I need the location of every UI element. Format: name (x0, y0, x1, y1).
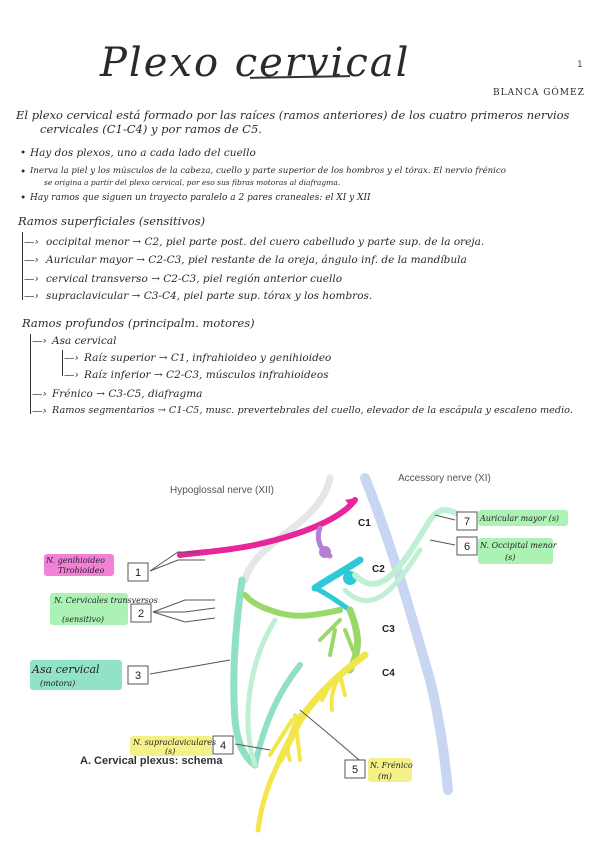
diagram-caption: A. Cervical plexus: schema (80, 755, 223, 767)
bullet-dot-icon: • (20, 147, 27, 159)
root-c2: C2 (372, 564, 385, 575)
arrow-icon: —› (32, 388, 47, 400)
annotation-n5b: (m) (378, 772, 392, 781)
highlight-n7 (478, 510, 568, 526)
box-7 (456, 511, 478, 531)
annotation-n6: N. Occipital menor (479, 541, 558, 550)
box-2 (130, 603, 152, 623)
cervical-plexus-diagram: 1 2 3 4 5 6 7 Hypoglossal nerve (XII) Ac… (30, 473, 568, 833)
box-5-label: 5 (352, 764, 358, 776)
box-4-label: 4 (220, 740, 226, 752)
c1-branch (177, 497, 358, 558)
c4-twigs (320, 668, 347, 712)
box-1 (127, 562, 149, 582)
c2-root (311, 556, 364, 592)
deep-asa-superior: Raíz superior → C1, infrahioideo y genih… (84, 352, 332, 364)
c1-purple-node (319, 546, 331, 558)
arrow-icon: —› (64, 352, 79, 364)
arrow-icon: —› (32, 405, 47, 417)
intro-line-2: cervicales (C1-C4) y por ramos de C5. (40, 122, 262, 136)
bullet-3: Hay ramos que siguen un trayecto paralel… (30, 193, 371, 203)
annotation-n7: Auricular mayor (s) (479, 514, 559, 523)
box-1-label: 1 (135, 567, 141, 579)
deep-heading: Ramos profundos (principalm. motores) (22, 316, 255, 330)
highlight-n1 (44, 554, 114, 576)
deep-asa-cervical: Asa cervical (52, 335, 117, 347)
intro-line-1: El plexo cervical está formado por las r… (16, 108, 570, 122)
author-name: BLANCA GÓMEZ (493, 88, 585, 98)
root-c1: C1 (358, 518, 371, 529)
c3-branch-upper (242, 592, 343, 619)
superficial-heading: Ramos superficiales (sensitivos) (18, 214, 206, 228)
bullet-1: Hay dos plexos, uno a cada lado del cuel… (30, 147, 256, 159)
arrow-icon: —› (64, 369, 79, 381)
deep-frenico: Frénico → C3-C5, diafragma (52, 388, 203, 400)
box-3-label: 3 (135, 670, 141, 682)
asa-cervical-inferior-root (252, 662, 303, 768)
highlight-n3 (30, 660, 122, 690)
page-title: Plexo cervical (100, 40, 411, 86)
phrenic-nerve (255, 757, 283, 833)
box-6 (456, 536, 478, 556)
great-auricular-nerve (352, 507, 463, 587)
root-c4: C4 (382, 668, 395, 679)
arrow-icon: —› (32, 335, 47, 347)
highlight-n4 (130, 736, 212, 756)
hypoglossal-label: Hypoglossal nerve (XII) (170, 485, 274, 496)
annotation-n4b: (s) (165, 747, 175, 756)
c4-root (276, 651, 369, 764)
accessory-nerve-xi (360, 473, 453, 795)
superficial-item-3: cervical transverso → C2-C3, piel región… (46, 273, 343, 285)
c3-twigs (318, 618, 357, 657)
lesser-occipital-nerve (342, 547, 423, 604)
annotation-n6b: (s) (505, 553, 515, 562)
supraclavicular-branches (268, 713, 302, 762)
highlight-n6 (478, 538, 553, 564)
arrow-icon: —› (24, 290, 39, 302)
hypoglossal-nerve-xii (241, 474, 334, 584)
highlight-n5 (368, 758, 412, 782)
root-c3: C3 (382, 624, 395, 635)
deep-segmentarios: Ramos segmentarios → C1-C5, musc. prever… (52, 405, 573, 416)
bullet-dot-icon: • (20, 166, 27, 178)
bullet-2-cont: se origina a partir del plexo cervical, … (44, 178, 341, 187)
superficial-item-1: occipital menor → C2, piel parte post. d… (46, 236, 485, 248)
box-6-label: 6 (464, 541, 470, 553)
bullet-2: Inerva la piel y los músculos de la cabe… (30, 166, 506, 176)
highlight-n2 (50, 593, 128, 625)
box-5 (344, 759, 366, 779)
arrow-icon: —› (24, 273, 39, 285)
box-7-label: 7 (464, 516, 470, 528)
box-2-label: 2 (138, 608, 144, 620)
box-4 (212, 735, 234, 755)
annotation-n4: N. supraclaviculares (132, 738, 216, 747)
annotation-n2: N. Cervicales transversos (53, 596, 158, 605)
arrow-icon: —› (24, 236, 39, 248)
asa-cervical-loop (245, 617, 278, 768)
annotation-n2b: (sensitivo) (62, 615, 104, 624)
bullet-dot-icon: • (20, 192, 27, 204)
asa-cervical-superior-root (230, 576, 259, 769)
c1-root-tip (345, 498, 355, 508)
superficial-item-4: supraclavicular → C3-C4, piel parte sup.… (46, 290, 373, 302)
annotation-n1b: Tirohioideo (58, 566, 104, 575)
deep-asa-inferior: Raíz inferior → C2-C3, músculos infrahio… (84, 369, 329, 381)
annotation-n5: N. Frénico (369, 761, 413, 770)
box-3 (127, 665, 149, 685)
accessory-label: Accessory nerve (XI) (398, 473, 491, 484)
page-number: 1 (577, 60, 583, 70)
arrow-icon: —› (24, 254, 39, 266)
leader-lines (149, 514, 456, 766)
annotation-n3b: (motora) (40, 679, 75, 688)
annotation-n1: N. genihioideo (45, 556, 105, 565)
superficial-item-2: Auricular mayor → C2-C3, piel restante d… (46, 254, 467, 266)
annotation-n3: Asa cervical (31, 663, 100, 676)
